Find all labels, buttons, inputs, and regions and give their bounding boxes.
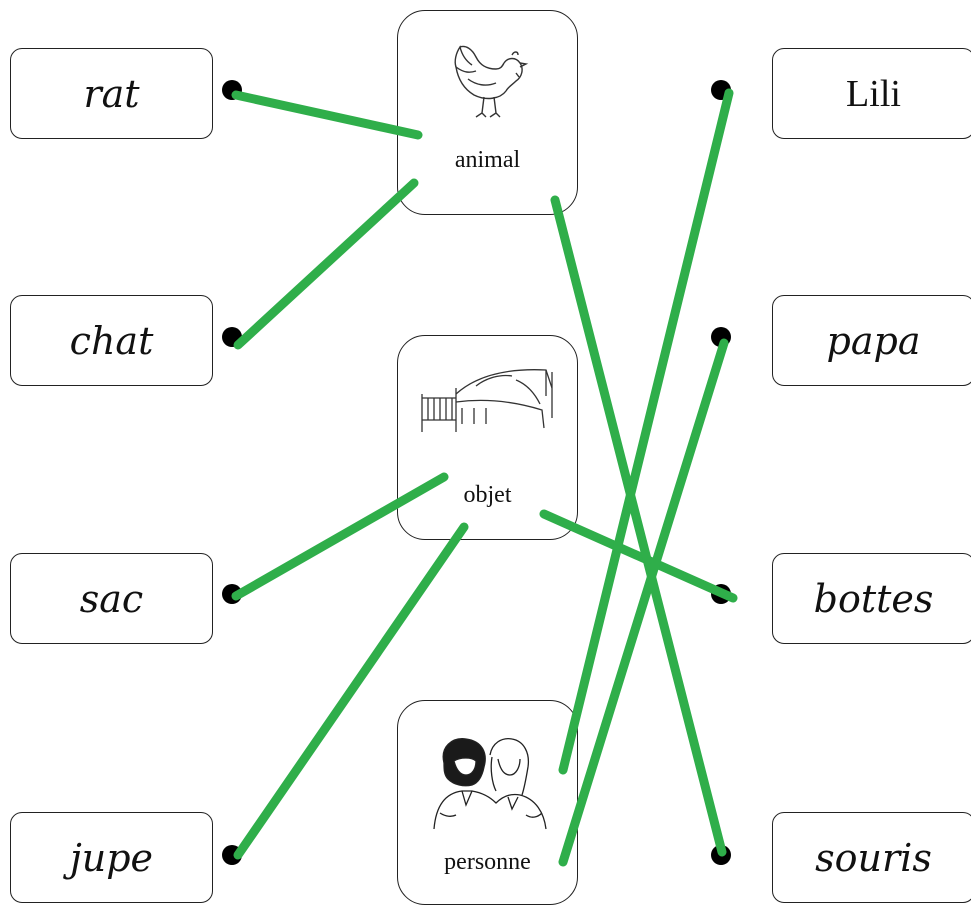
category-card-animal: animal — [397, 10, 578, 215]
word-label: papa — [826, 318, 921, 363]
two-girls-icon — [433, 737, 547, 830]
word-box-chat: chat — [10, 295, 213, 386]
category-card-personne: personne — [397, 700, 578, 905]
line-chat-animal — [233, 178, 419, 350]
word-label: sac — [79, 576, 144, 621]
hen-icon — [454, 45, 529, 118]
dot-papa[interactable] — [711, 327, 731, 347]
word-box-lili: Lili — [772, 48, 971, 139]
word-label: souris — [815, 835, 932, 880]
word-label: jupe — [69, 835, 154, 880]
category-card-objet: objet — [397, 335, 578, 540]
word-label: Lili — [846, 72, 901, 115]
dot-bottes[interactable] — [711, 584, 731, 604]
word-box-jupe: jupe — [10, 812, 213, 903]
word-box-papa: papa — [772, 295, 971, 386]
line-rat-animal — [231, 90, 423, 140]
category-label-animal: animal — [454, 147, 521, 173]
dot-sac[interactable] — [222, 584, 242, 604]
dot-jupe[interactable] — [222, 845, 242, 865]
dot-chat[interactable] — [222, 327, 242, 347]
word-box-rat: rat — [10, 48, 213, 139]
word-box-sac: sac — [10, 553, 213, 644]
dot-rat[interactable] — [222, 80, 242, 100]
bed-icon — [421, 369, 553, 432]
word-box-souris: souris — [772, 812, 971, 903]
dot-souris[interactable] — [711, 845, 731, 865]
line-souris-animal — [550, 195, 727, 857]
word-label: chat — [69, 318, 154, 363]
dot-lili[interactable] — [711, 80, 731, 100]
line-papa-personne — [558, 338, 729, 867]
word-label: rat — [83, 71, 140, 116]
category-label-objet: objet — [463, 482, 512, 508]
word-box-bottes: bottes — [772, 553, 971, 644]
category-label-personne: personne — [444, 849, 531, 875]
word-label: bottes — [813, 576, 934, 621]
line-lili-personne — [558, 88, 734, 775]
